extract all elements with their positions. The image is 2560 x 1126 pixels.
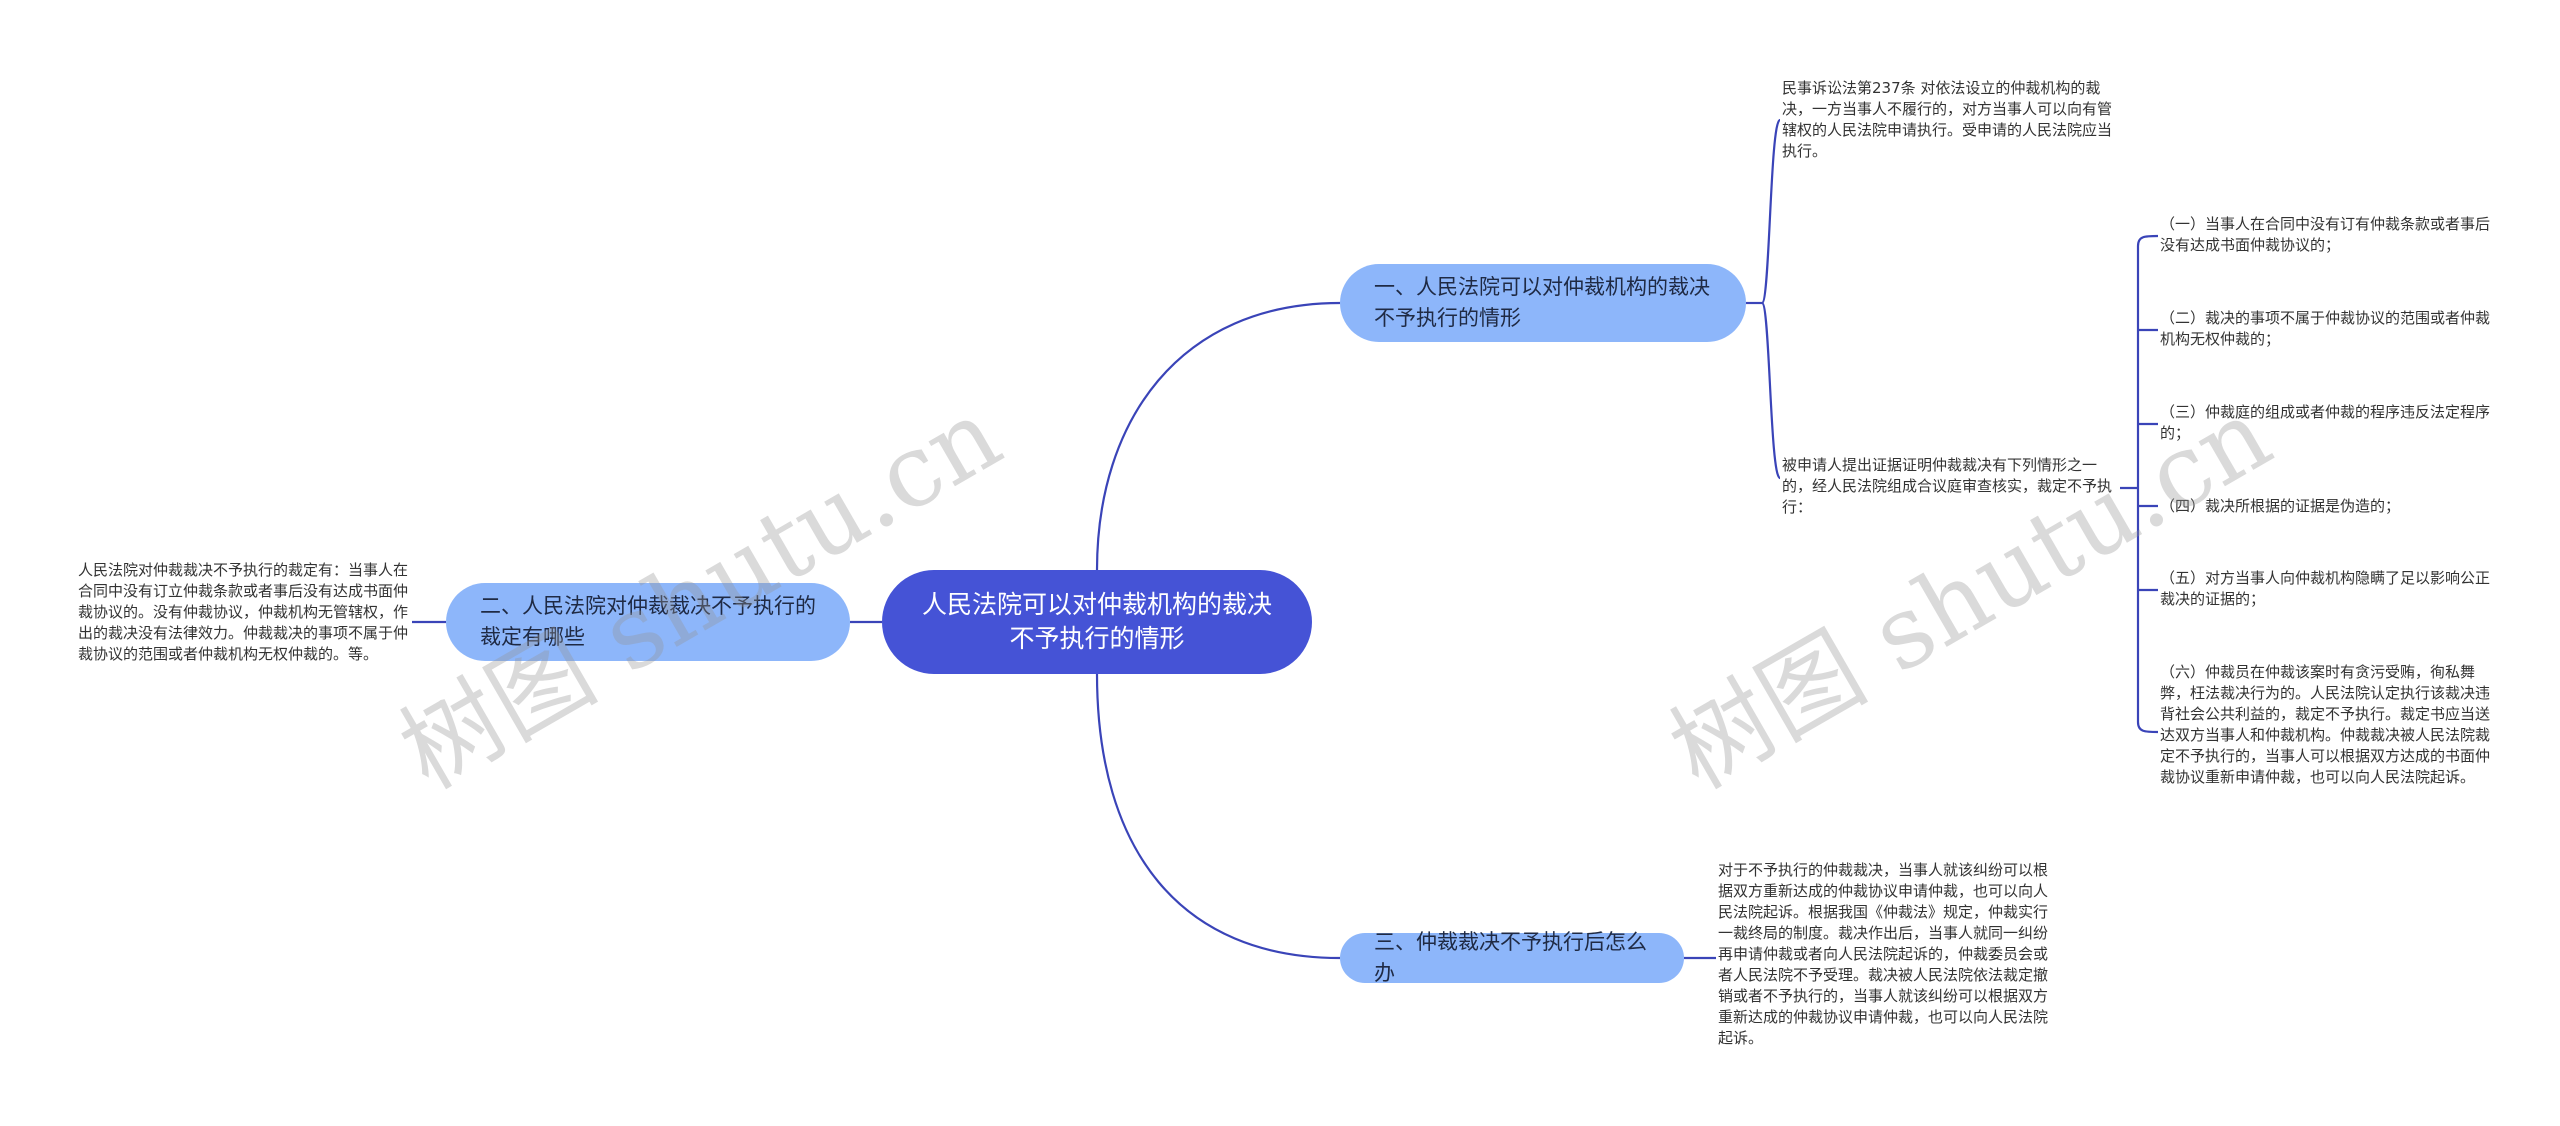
branch-topic-1-label: 一、人民法院可以对仲裁机构的裁决不予执行的情形 bbox=[1374, 275, 1710, 330]
branch-topic-2-label: 二、人民法院对仲裁裁决不予执行的裁定有哪些 bbox=[480, 594, 816, 649]
link-center-b1 bbox=[1095, 301, 1341, 571]
link-center-b3 bbox=[1095, 673, 1341, 960]
leaf-condition-5[interactable]: （五）对方当事人向仲裁机构隐瞒了足以影响公正裁决的证据的； bbox=[2160, 569, 2491, 608]
link-b1-b bbox=[1760, 301, 1782, 480]
branch-topic-3-label: 三、仲裁裁决不予执行后怎么办 bbox=[1374, 930, 1647, 985]
leaf-condition-4[interactable]: （四）裁决所根据的证据是伪造的； bbox=[2160, 497, 2401, 515]
leaf-after-non-enforcement[interactable]: 对于不予执行的仲裁裁决，当事人就该纠纷可以根据双方重新达成的仲裁协议申请仲裁，也… bbox=[1718, 861, 2049, 1047]
leaf-condition-3[interactable]: （三）仲裁庭的组成或者仲裁的程序违反法定程序的； bbox=[2160, 403, 2491, 442]
leaf-condition-2[interactable]: （二）裁决的事项不属于仲裁协议的范围或者仲裁机构无权仲裁的； bbox=[2160, 309, 2491, 348]
branch-topic-3[interactable]: 三、仲裁裁决不予执行后怎么办 bbox=[1340, 930, 1684, 985]
leaf-condition-6[interactable]: （六）仲裁员在仲裁该案时有贪污受贿，徇私舞弊，枉法裁决行为的。人民法院认定执行该… bbox=[2160, 663, 2491, 786]
leaf-court-ruling-types[interactable]: 人民法院对仲裁裁决不予执行的裁定有：当事人在合同中没有订立仲裁条款或者事后没有达… bbox=[78, 561, 409, 663]
link-c6 bbox=[2136, 488, 2159, 734]
center-topic[interactable]: 人民法院可以对仲裁机构的裁决不予执行的情形 bbox=[882, 570, 1312, 674]
link-c1 bbox=[2136, 234, 2159, 488]
leaf-condition-1[interactable]: （一）当事人在合同中没有订有仲裁条款或者事后没有达成书面仲裁协议的； bbox=[2160, 215, 2491, 254]
branch-topic-2[interactable]: 二、人民法院对仲裁裁决不予执行的裁定有哪些 bbox=[446, 583, 850, 661]
link-b1-a bbox=[1760, 118, 1782, 305]
leaf-non-enforcement-conditions[interactable]: 被申请人提出证据证明仲裁裁决有下列情形之一的，经人民法院组成合议庭审查核实，裁定… bbox=[1782, 456, 2113, 516]
leaf-civil-procedure-article[interactable]: 民事诉讼法第237条 对依法设立的仲裁机构的裁决，一方当事人不履行的，对方当事人… bbox=[1782, 79, 2113, 160]
branch-topic-1[interactable]: 一、人民法院可以对仲裁机构的裁决不予执行的情形 bbox=[1340, 264, 1746, 342]
center-topic-label: 人民法院可以对仲裁机构的裁决不予执行的情形 bbox=[921, 590, 1272, 653]
